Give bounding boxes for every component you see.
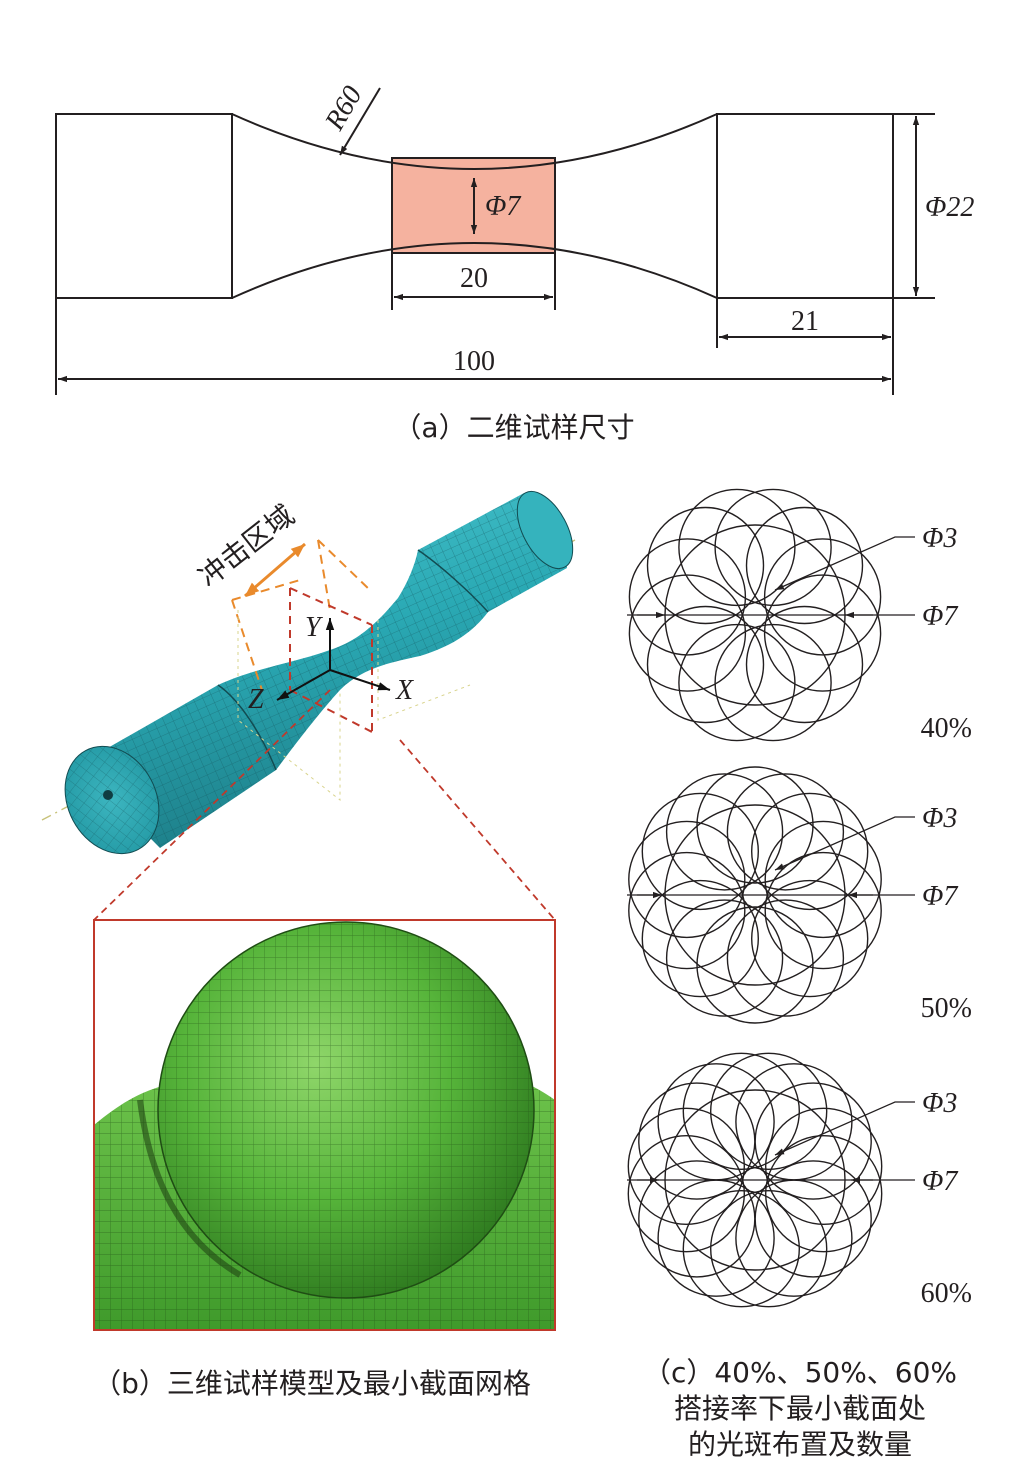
- laser-spot: [751, 792, 869, 911]
- laser-spot: [765, 1107, 883, 1226]
- specimen-3d-model: [41, 491, 576, 855]
- laser-spot: [627, 1134, 745, 1253]
- laser-spot: [763, 538, 882, 656]
- radius-label: R60: [319, 81, 369, 136]
- laser-spot: [628, 538, 747, 656]
- laser-spot: [678, 488, 796, 607]
- impact-region-arrow: [244, 542, 306, 598]
- laser-spot: [696, 906, 814, 1024]
- caption-b: （b）三维试样模型及最小截面网格: [93, 1367, 531, 1400]
- laser-spot: [638, 1082, 756, 1200]
- laser-spot: [641, 879, 759, 998]
- laser-spot: [764, 851, 882, 970]
- inset-frame: [93, 919, 556, 1331]
- overlap-rate-label: 50%: [921, 993, 972, 1024]
- zone-length-label: 20: [460, 263, 488, 294]
- min-section-mesh-inset: [94, 920, 555, 1330]
- overlap-rate-label: 40%: [921, 713, 972, 744]
- laser-spot: [682, 1189, 800, 1308]
- overlap-rate-label: 60%: [921, 1278, 972, 1309]
- laser-spot: [646, 506, 765, 625]
- laser-spot: [735, 1063, 853, 1181]
- caption-c-line1: （c）40%、50%、60%: [643, 1356, 957, 1389]
- laser-spot: [714, 488, 832, 607]
- end-length-label: 21: [791, 306, 819, 337]
- laser-spot: [765, 1134, 883, 1253]
- min-section-plane: [289, 587, 373, 733]
- laser-spot: [628, 851, 746, 970]
- laser-spot: [764, 820, 882, 939]
- laser-spot: [646, 605, 765, 724]
- spot-diameter-label: Φ3: [922, 803, 957, 834]
- laser-spot: [735, 1179, 853, 1297]
- laser-spot: [745, 605, 864, 724]
- laser-spot: [696, 766, 814, 884]
- section-diameter-label: Φ7: [922, 1166, 958, 1197]
- laser-spot: [754, 1082, 872, 1200]
- left-grip: [55, 113, 233, 299]
- spot-diameter-label: Φ3: [922, 1088, 957, 1119]
- axis-x-label: X: [395, 675, 414, 706]
- spot-leader-line: [774, 536, 915, 591]
- caption-c-line3: 的光斑布置及数量: [688, 1428, 912, 1461]
- impact-region-label: 冲击区域: [192, 499, 301, 594]
- laser-spot: [714, 623, 832, 742]
- laser-spot: [710, 1052, 828, 1171]
- end-diameter-label: Φ22: [925, 192, 974, 223]
- laser-spot: [678, 623, 796, 742]
- laser-spot: [628, 820, 746, 939]
- zoom-leader-right: [399, 739, 556, 921]
- upper-profile-arc: [231, 113, 718, 170]
- spot-diameter-label: Φ3: [922, 523, 957, 554]
- laser-spot: [726, 773, 845, 891]
- laser-spot: [665, 773, 784, 891]
- lower-profile-arc: [231, 242, 718, 299]
- faint-planes: [237, 610, 471, 802]
- spot-leader-line: [774, 816, 915, 871]
- axis-y-label: Y: [305, 612, 324, 643]
- laser-spot: [638, 1160, 756, 1278]
- laser-spot: [657, 1179, 775, 1297]
- laser-spot: [682, 1052, 800, 1171]
- axis-z-label: Z: [248, 684, 264, 715]
- caption-a: （a）二维试样尺寸: [393, 411, 634, 444]
- laser-spot: [754, 1160, 872, 1278]
- laser-spot: [641, 792, 759, 911]
- panel-a-drawing: [55, 87, 935, 395]
- section-diameter-label: Φ7: [922, 881, 958, 912]
- laser-spot: [665, 899, 784, 1017]
- laser-spot: [710, 1189, 828, 1308]
- laser-spot: [751, 879, 869, 998]
- laser-spot: [763, 574, 882, 692]
- total-length-label: 100: [453, 346, 495, 377]
- laser-spot: [726, 899, 845, 1017]
- zoom-leader-left: [93, 689, 331, 921]
- coordinate-axes: [276, 618, 391, 701]
- neck-diameter-label: Φ7: [485, 191, 521, 222]
- laser-spot: [657, 1063, 775, 1181]
- laser-spot: [745, 506, 864, 625]
- laser-spot: [627, 1107, 745, 1226]
- spot-leader-line: [774, 1101, 915, 1156]
- section-diameter-label: Φ7: [922, 601, 958, 632]
- laser-spot: [628, 574, 747, 692]
- caption-c-line2: 搭接率下最小截面处: [674, 1392, 926, 1425]
- right-grip: [716, 113, 894, 299]
